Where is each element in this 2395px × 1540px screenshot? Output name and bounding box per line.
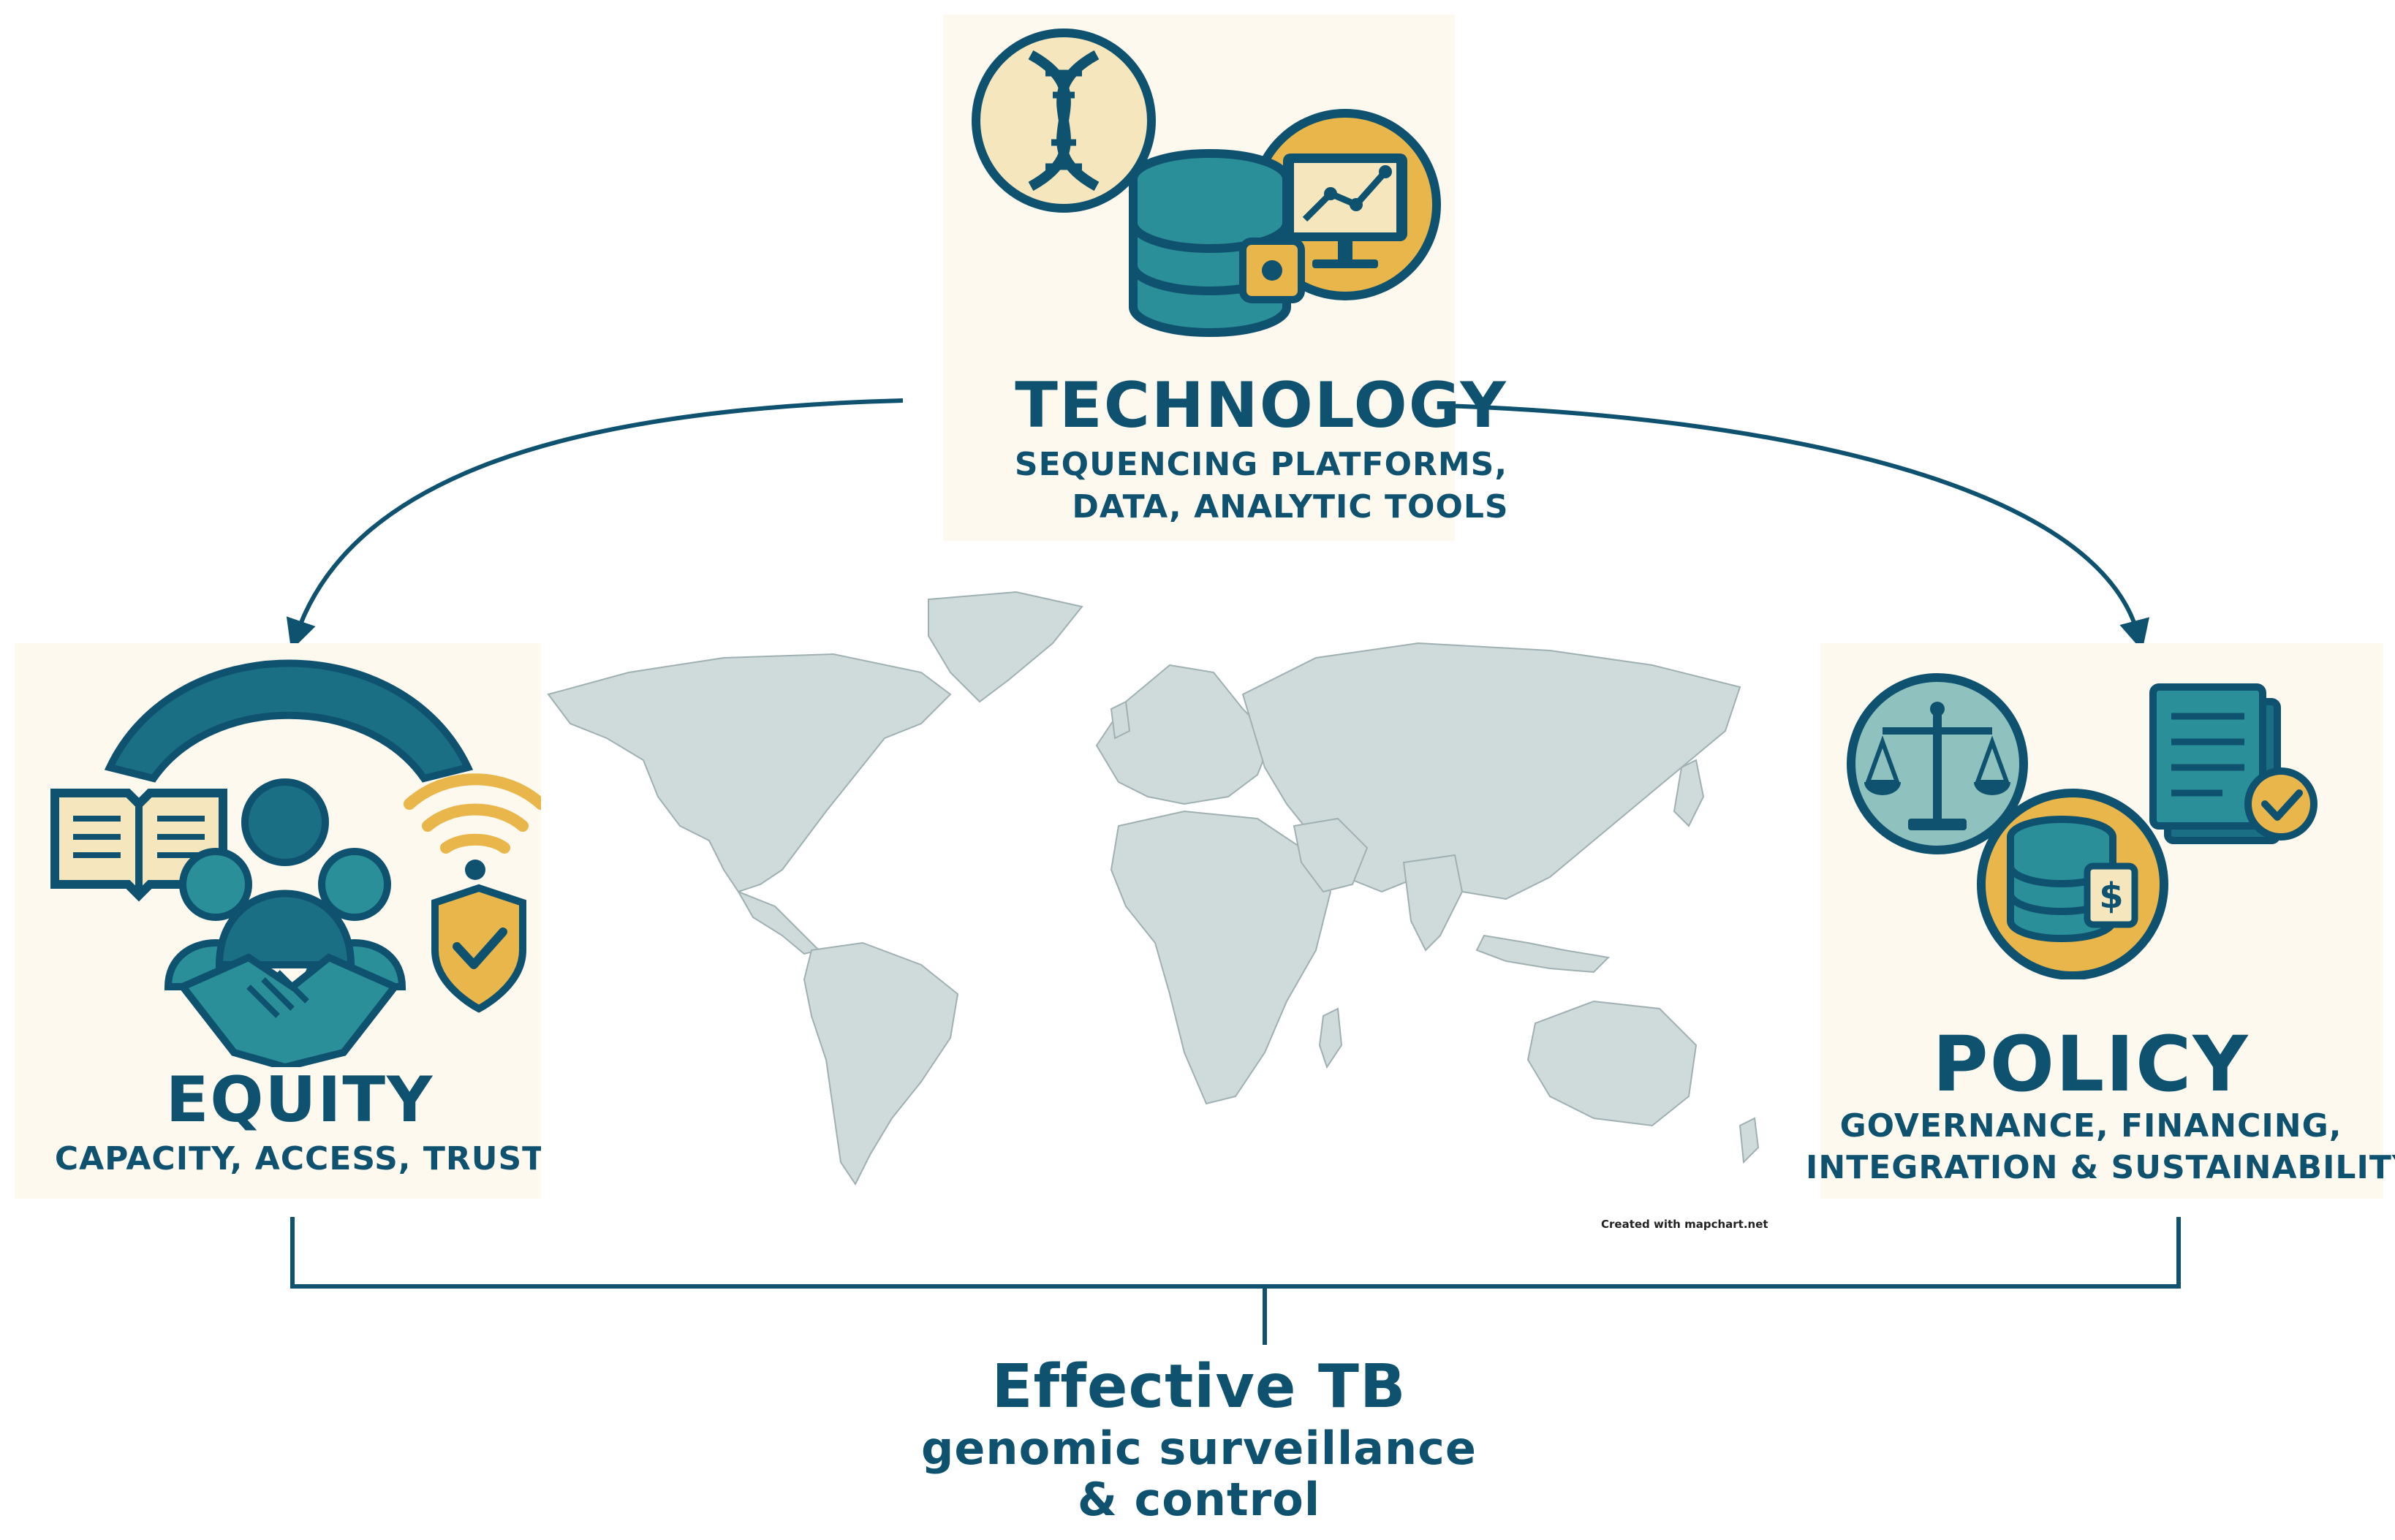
handshake-icon xyxy=(177,953,401,1067)
shield-check-icon xyxy=(431,884,526,1013)
technology-subtitle-line1: SEQUENCING PLATFORMS, xyxy=(1014,446,1508,483)
outcome-subtitle-line1: genomic surveillance xyxy=(921,1422,1477,1475)
world-map xyxy=(541,591,1813,1228)
database-icon xyxy=(1129,149,1305,337)
policy-icons: $ xyxy=(1847,673,2318,979)
equity-icons xyxy=(50,659,541,1067)
africa xyxy=(1110,810,1332,1105)
policy-title: POLICY xyxy=(1932,1020,2250,1109)
funding-database-icon: $ xyxy=(1977,789,2168,979)
bracket-line xyxy=(290,1217,2181,1289)
analytics-monitor-icon xyxy=(1249,109,1441,300)
indonesia xyxy=(1475,934,1611,974)
equity-title: EQUITY xyxy=(165,1063,434,1137)
south-america xyxy=(803,941,959,1186)
japan xyxy=(1673,759,1705,827)
scales-icon xyxy=(1847,673,2028,854)
svg-text:$: $ xyxy=(2099,876,2123,917)
new-zealand xyxy=(1738,1117,1760,1164)
technology-icons xyxy=(972,29,1441,337)
dna-icon xyxy=(972,29,1156,213)
arc-technology-to-policy xyxy=(1443,403,2149,651)
arabia xyxy=(1293,817,1369,893)
outcome-title: Effective TB xyxy=(991,1352,1407,1422)
technology-title: TECHNOLOGY xyxy=(1015,369,1507,442)
policy-subtitle-line2: INTEGRATION & SUSTAINABILITY xyxy=(1806,1149,2395,1186)
india xyxy=(1402,854,1464,952)
uk xyxy=(1110,700,1131,740)
equity-subtitle: CAPACITY, ACCESS, TRUST xyxy=(54,1140,545,1177)
greenland xyxy=(928,591,1083,703)
policy-subtitle-line1: GOVERNANCE, FINANCING, xyxy=(1839,1107,2342,1145)
map-credit: Created with mapchart.net xyxy=(1601,1218,1768,1231)
arc-technology-to-equity xyxy=(286,398,904,650)
outcome-subtitle-line2: & control xyxy=(1077,1473,1321,1526)
australia xyxy=(1526,1000,1698,1127)
wifi-icon xyxy=(404,773,541,880)
madagascar xyxy=(1318,1007,1343,1069)
umbrella-arc-icon xyxy=(104,659,474,783)
document-check-icon xyxy=(2149,683,2318,844)
technology-subtitle-line2: DATA, ANALYTIC TOOLS xyxy=(1072,488,1509,526)
north-america xyxy=(547,653,952,893)
